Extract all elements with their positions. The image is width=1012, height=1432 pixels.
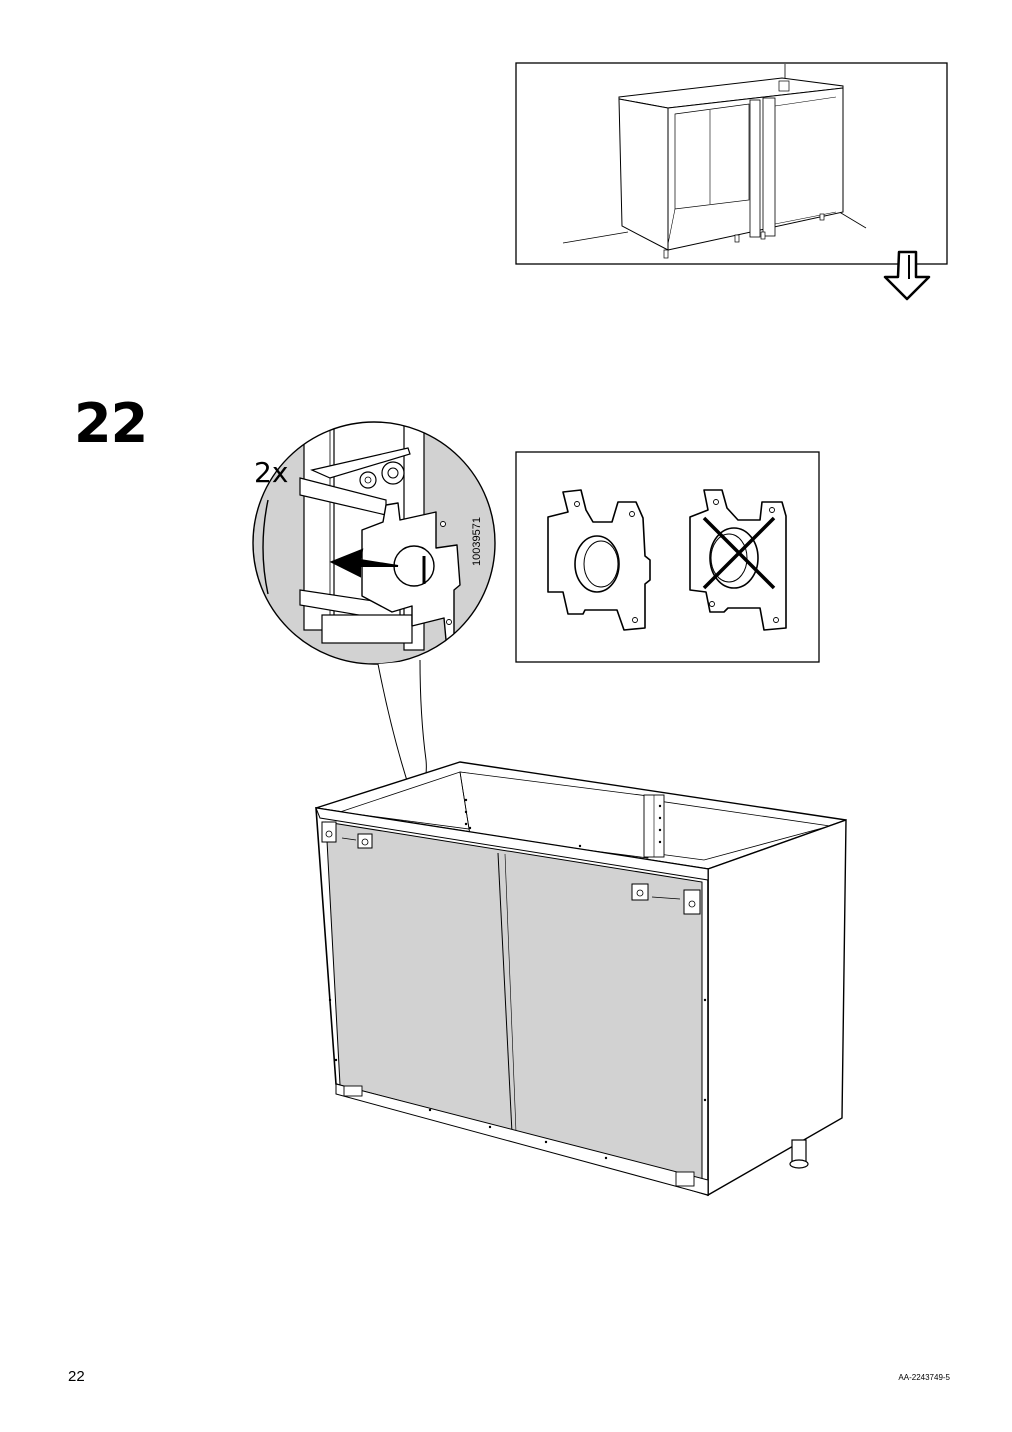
corner-cabinet-reference-panel [515,62,948,265]
cross-icon [702,516,776,590]
base-cabinet [315,761,847,1197]
quantity-label: 2x [254,456,289,489]
down-arrow-icon [883,250,931,301]
step-number: 22 [74,392,148,455]
part-number-label: 10039571 [471,517,483,566]
document-code: AA-2243749-5 [898,1373,950,1382]
correct-vs-wrong-panel [515,451,820,663]
page-number: 22 [68,1368,85,1385]
correct-bracket [547,489,651,631]
